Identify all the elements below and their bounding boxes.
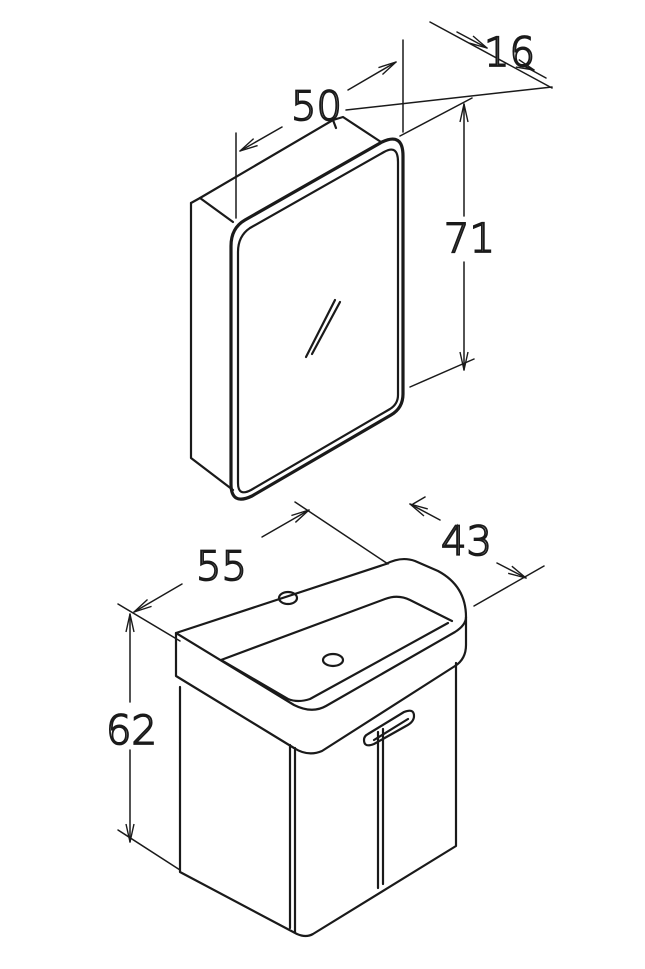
dimension-arrow bbox=[239, 126, 283, 152]
drain-icon bbox=[321, 652, 345, 668]
basin-bowl-front bbox=[219, 621, 450, 703]
dimension-label-mirror-height: 71 bbox=[444, 216, 495, 262]
mirror-carcass-corner bbox=[331, 118, 338, 130]
dimension-arrow bbox=[261, 509, 310, 538]
basin-top bbox=[174, 557, 468, 755]
dimension-leader bbox=[412, 496, 426, 505]
extension-line bbox=[117, 829, 181, 871]
basin-front-edge bbox=[174, 615, 468, 711]
extension-line bbox=[399, 97, 473, 137]
handle-icon bbox=[372, 717, 410, 742]
dimension-label-mirror-depth: 16 bbox=[484, 30, 535, 76]
extension-line bbox=[117, 603, 181, 642]
dimension-vanity-height: 62 bbox=[105, 613, 181, 871]
mirror-carcass-side bbox=[189, 201, 235, 492]
handle-icon bbox=[362, 709, 416, 747]
basin-bowl-back bbox=[219, 595, 454, 662]
dimension-arrow bbox=[456, 31, 488, 49]
extension-line bbox=[473, 565, 545, 607]
dimension-arrow bbox=[515, 59, 535, 71]
mirror-glass-mark bbox=[304, 298, 337, 359]
mirror-carcass-top bbox=[189, 196, 235, 224]
dimension-mirror-height: 71 bbox=[399, 97, 496, 388]
vanity-cabinet-body bbox=[178, 661, 458, 938]
dimension-arrow bbox=[133, 583, 183, 613]
dimension-mirror-depth: 16 bbox=[345, 21, 553, 111]
dimension-label-mirror-width: 50 bbox=[291, 84, 342, 130]
extension-line bbox=[429, 21, 553, 89]
mirror-cabinet bbox=[189, 115, 405, 501]
dimension-vanity-width: 55 bbox=[117, 501, 389, 642]
dimension-label-vanity-depth: 43 bbox=[441, 519, 492, 565]
mirror-carcass-top-back bbox=[198, 115, 383, 200]
dimension-arrow bbox=[347, 61, 397, 91]
mirror-door bbox=[229, 137, 405, 501]
dimension-arrow bbox=[409, 503, 441, 521]
dimension-baseline bbox=[345, 86, 553, 111]
tap-hole-icon bbox=[277, 590, 299, 606]
dimension-label-vanity-width: 55 bbox=[196, 544, 247, 590]
mirror-glass-mark bbox=[310, 300, 342, 356]
dimension-label-vanity-height: 62 bbox=[106, 708, 157, 754]
dimension-vanity-depth: 43 bbox=[409, 496, 545, 607]
dimension-mirror-width: 50 bbox=[235, 39, 404, 219]
vanity-unit bbox=[174, 557, 468, 938]
extension-line bbox=[294, 501, 389, 565]
mirror-door-edge bbox=[236, 148, 400, 494]
dimension-arrow bbox=[496, 562, 527, 579]
